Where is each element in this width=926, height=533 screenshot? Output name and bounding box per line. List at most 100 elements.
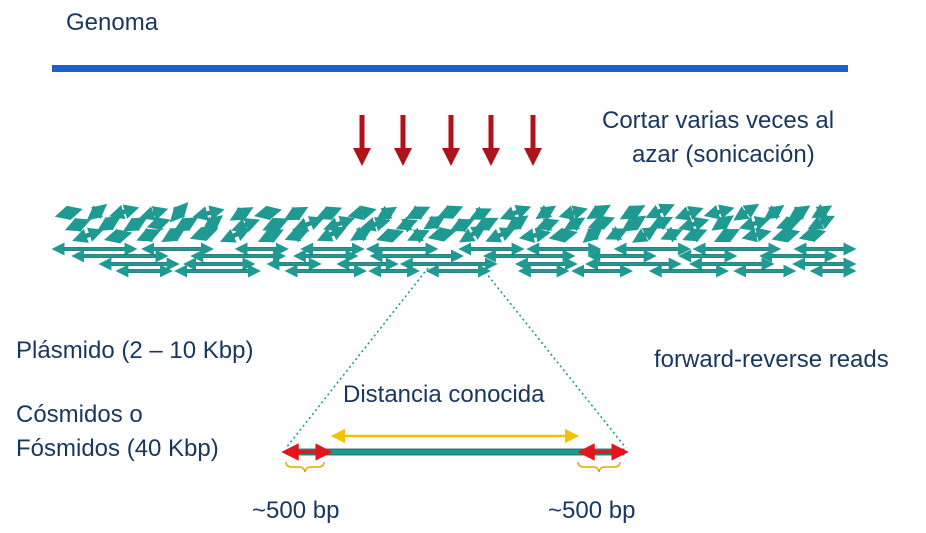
- fragment-arrow: [122, 217, 148, 232]
- fragment-arrow: [605, 226, 629, 242]
- sheared-fragments: [51, 201, 857, 278]
- fragment-arrow: [807, 215, 836, 230]
- fragment-arrow: [437, 204, 464, 220]
- fragment-arrow: [395, 216, 418, 233]
- fragment-arrow: [376, 228, 405, 243]
- fragment-arrow: [763, 204, 785, 220]
- fragment-arrow: [674, 206, 704, 221]
- fragment-arrow: [173, 217, 199, 232]
- fragment-arrow: [535, 216, 560, 233]
- fragment-arrow: [375, 205, 398, 222]
- fragment-arrow: [231, 217, 260, 233]
- fragment-arrow: [169, 201, 189, 223]
- cut-arrow-icon: [353, 115, 371, 166]
- fragment-arrow: [96, 216, 122, 232]
- cut-arrow-icon: [442, 115, 460, 166]
- fragment-arrow: [713, 228, 740, 243]
- fragment-arrow: [738, 216, 771, 232]
- fragment-arrow: [682, 227, 708, 243]
- fragment-arrow: [136, 227, 162, 243]
- fragment-arrow: [548, 227, 578, 243]
- fragment-arrow: [660, 226, 683, 243]
- fragment-arrow: [678, 216, 710, 232]
- fragment-arrow: [741, 227, 772, 243]
- fragment-arrow: [86, 203, 108, 221]
- fragment-arrow: [703, 204, 735, 220]
- fragment-arrow: [64, 217, 91, 233]
- fragment-arrow: [798, 227, 827, 243]
- fragment-arrow: [587, 215, 616, 230]
- known-distance-label: Distancia conocida: [343, 381, 545, 408]
- fragment-arrow: [315, 205, 343, 221]
- fragment-arrow: [407, 227, 430, 244]
- fragment-arrow: [771, 228, 801, 243]
- fragment-arrow: [109, 204, 140, 220]
- fragment-arrow: [535, 204, 557, 221]
- fragment-arrow: [405, 205, 431, 221]
- cut-arrow-icon: [482, 115, 500, 166]
- fragment-arrow: [219, 227, 251, 243]
- fragment-arrow: [139, 206, 169, 221]
- fragment-arrow: [459, 225, 487, 243]
- fragment-arrow: [427, 227, 457, 242]
- fragment-arrow: [711, 215, 735, 231]
- fragment-arrow: [473, 216, 499, 232]
- cut-arrow-icon: [524, 115, 542, 166]
- cosmid-label-line1: Cósmidos o: [16, 401, 143, 428]
- fragment-arrow: [619, 205, 646, 220]
- fragment-arrow: [582, 225, 604, 244]
- fragment-arrow: [586, 204, 611, 220]
- fragment-arrow: [775, 215, 803, 231]
- fragment-arrow: [189, 226, 219, 241]
- fragment-arrow: [192, 205, 225, 221]
- fragment-arrow: [229, 206, 254, 222]
- fragment-arrow: [631, 226, 659, 243]
- fragment-arrow: [360, 216, 391, 232]
- cut-label-line2: azar (sonicación): [632, 141, 815, 168]
- genome-bar: [52, 65, 848, 72]
- plasmid-label: Plásmido (2 – 10 Kbp): [16, 337, 254, 364]
- fragment-arrow: [469, 206, 492, 222]
- reads-label: forward-reverse reads: [654, 346, 889, 373]
- fragment-arrow: [563, 216, 586, 232]
- zoom-line-left: [285, 267, 429, 449]
- insert-fragment: [287, 448, 625, 456]
- fragment-arrow: [787, 205, 811, 221]
- bp-label-left: ~500 bp: [252, 497, 340, 524]
- fragment-arrow: [558, 205, 588, 221]
- zoom-line-right: [481, 267, 627, 449]
- fragment-arrow: [518, 227, 551, 243]
- fragment-arrow: [645, 203, 675, 219]
- fragment-arrow: [292, 216, 325, 232]
- fragment-arrow: [54, 205, 83, 221]
- fragment-arrow: [649, 215, 674, 231]
- fragment-arrow: [621, 215, 647, 232]
- cut-label-line1: Cortar varias veces al: [602, 107, 835, 134]
- cosmid-label-line2: Fósmidos (40 Kbp): [16, 435, 219, 462]
- fragment-arrow: [499, 205, 532, 221]
- fragment-arrow: [257, 228, 284, 243]
- cut-arrow-icon: [394, 115, 412, 166]
- fragment-arrow: [811, 203, 833, 220]
- fragment-arrow: [262, 217, 289, 232]
- fragment-arrow: [504, 215, 529, 231]
- fragment-arrow: [283, 206, 309, 221]
- fragment-arrow: [485, 227, 516, 243]
- fragment-arrow: [733, 203, 760, 221]
- fragment-arrow: [253, 205, 282, 221]
- fragment-arrow: [323, 216, 356, 232]
- fragment-arrow: [72, 227, 104, 243]
- fragment-arrow: [350, 226, 373, 242]
- fragment-arrow: [146, 215, 171, 232]
- fragment-arrow: [103, 228, 133, 244]
- cut-arrows: [353, 115, 542, 166]
- fragment-arrow: [161, 227, 187, 243]
- fragment-arrow: [202, 215, 224, 232]
- fragment-arrow: [347, 205, 377, 221]
- fragment-arrow: [284, 227, 309, 243]
- fragment-arrow: [316, 226, 347, 242]
- fragment-arrow: [449, 217, 475, 233]
- bp-label-right: ~500 bp: [548, 497, 636, 524]
